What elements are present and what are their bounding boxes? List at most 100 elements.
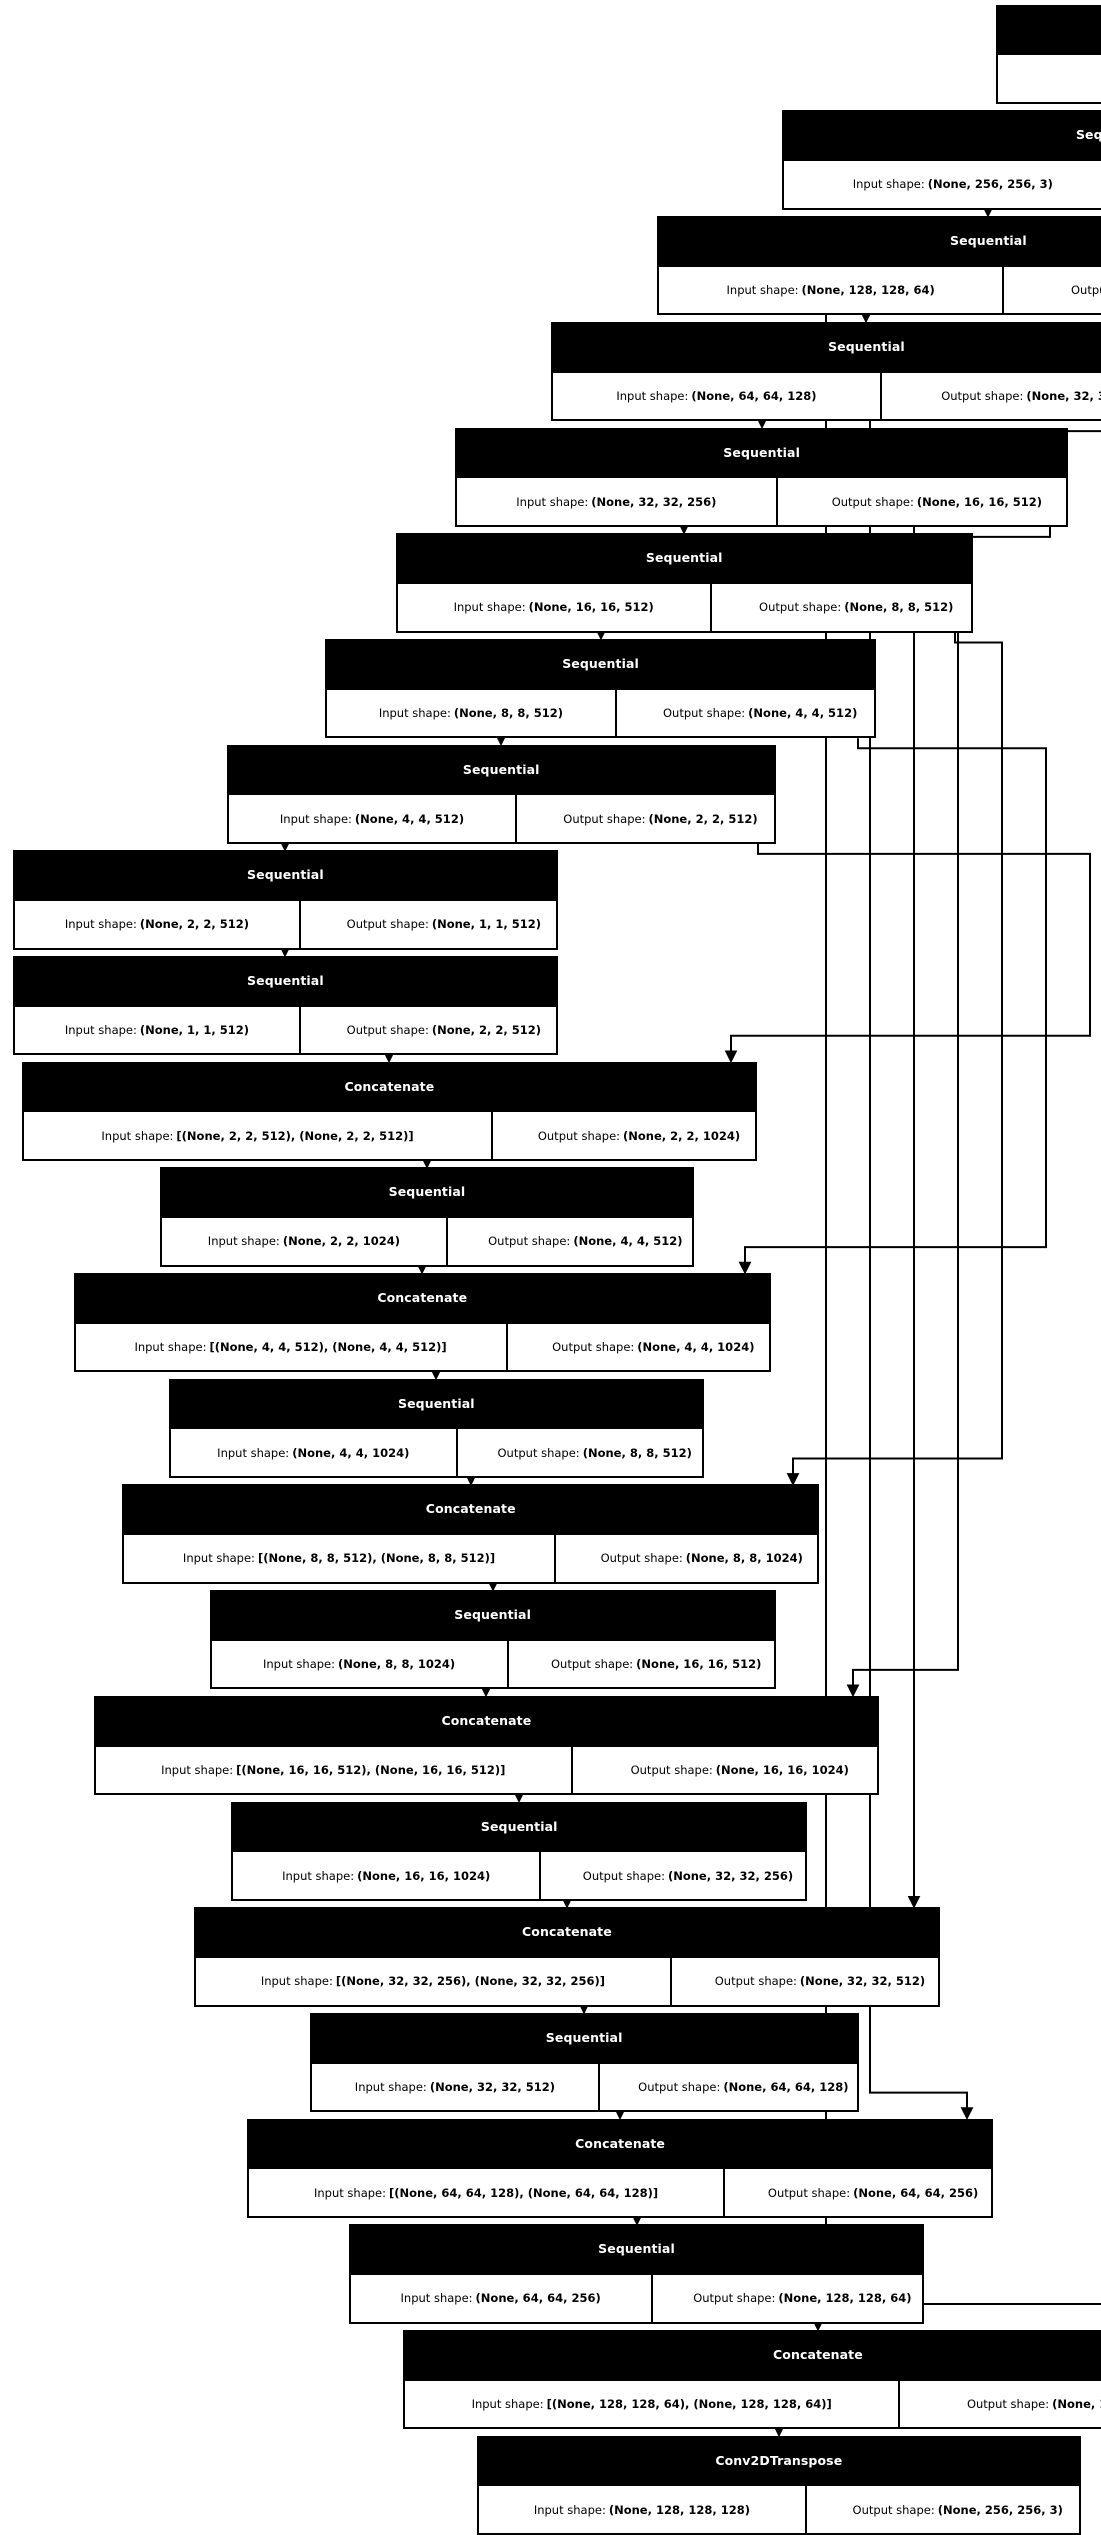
node-output-shape-value: (None, 16, 16, 1024) [715, 1762, 849, 1777]
node-input-shape: Input shape:(None, 2, 2, 512) [15, 901, 300, 948]
node-input-shape-label: Input shape: [279, 811, 352, 826]
node-output-shape-label: Output shape: [831, 494, 914, 509]
node-output-shape-value: (None, 256, 256, 3) [937, 2502, 1063, 2517]
node-input-shape: Input shape:(None, 16, 16, 1024) [233, 1852, 538, 1899]
node-input-shape-label: Input shape: [471, 2396, 544, 2411]
node-shape-row: Input shape:(None, 4, 4, 512) Output shap… [228, 793, 774, 842]
node-input-shape: Input shape:[(None, 2, 2, 512), (None, 2… [24, 1112, 491, 1159]
node-input-shape-label: Input shape: [453, 600, 526, 615]
node-output-shape-value: (None, 16, 16, 512) [636, 1657, 762, 1672]
node-shape-row: Input shape:(None, 16, 16, 512) Output sh… [397, 581, 971, 631]
node-output-shape-value: (None, 128, 128, 64) [778, 2291, 912, 2306]
node-input-shape: Input shape:(None, 8, 8, 512) [327, 690, 614, 737]
node-output-shape-label: Output shape: [767, 2185, 851, 2200]
node-output-shape: Output shape:(None, 4, 4, 1024) [505, 1323, 769, 1371]
node-output-shape: Output shape:(None, 16, 16, 512) [506, 1640, 774, 1688]
node-shape-row: Input shape:(None, 64, 64, 256)Output sh… [350, 2272, 923, 2322]
node-input-shape-value: (None, 4, 4, 1024) [292, 1445, 410, 1460]
node-shape-row: Input shape:(None, 64, 64, 128)Output sh… [552, 370, 1101, 420]
node-output-shape: Output shape:(None, 2, 2, 512) [299, 1006, 556, 1054]
node-input-shape-label: Input shape: [282, 1868, 355, 1883]
node-output-shape-label: Output shape: [759, 600, 842, 615]
node-output-shape-label: Output shape: [941, 388, 1024, 403]
node-input-shape: Input shape:[(None, 8, 8, 512), (None, 8… [124, 1535, 554, 1582]
node-shape-row: Input shape:(None, 32, 32, 512)Output sh… [311, 2061, 857, 2111]
node-output-shape: Output shape:(None, 8, 8, 512) [709, 583, 971, 631]
node-input-shape: Input shape:(None, 64, 64, 128) [553, 373, 881, 420]
node-input-shape-value: (None, 4, 4, 512) [354, 811, 465, 826]
node-input-shape: Input shape:(None, 128, 128, 64) [659, 267, 1003, 314]
node-inputlayer[interactable]: InputLayerOutput shape:(None, 256, 256, … [996, 4, 1101, 105]
node-output-shape: Output shape:(None, 16, 16, 1024) [570, 1746, 877, 1794]
node-shape-row: Input shape:[(None, 16, 16, 512), (None,… [95, 1744, 877, 1794]
edge [907, 430, 1101, 1909]
node-type-label: Concatenate [75, 1275, 769, 1322]
node-output-shape-label: Output shape: [537, 1128, 621, 1143]
node-input-shape-value: (None, 2, 2, 1024) [282, 1234, 400, 1249]
node-input-shape-value: (None, 128, 128, 128) [608, 2502, 750, 2517]
node-input-shape-value: [(None, 4, 4, 512), (None, 4, 4, 512)] [209, 1340, 447, 1355]
node-output-shape-label: Output shape: [346, 1022, 429, 1037]
node-input-shape: Input shape:[(None, 4, 4, 512), (None, 4… [76, 1324, 506, 1371]
node-output-shape-label: Output shape: [600, 1551, 683, 1566]
node-input-shape-label: Input shape: [101, 1128, 174, 1143]
node-output-shape-label: Output shape: [662, 705, 746, 720]
node-type-label: Sequential [552, 323, 1101, 371]
node-output-shape: Output shape:(None, 32, 32, 256) [880, 372, 1101, 420]
node-input-shape-value: [(None, 64, 64, 128), (None, 64, 64, 128… [389, 2185, 659, 2200]
node-output-shape: Output shape:(None, 256, 256, 3) [804, 2486, 1079, 2533]
node-output-shape-value: (None, 4, 4, 512) [748, 705, 858, 720]
node-type-label: Concatenate [195, 1909, 938, 1956]
node-shape-row: Input shape:(None, 2, 2, 1024)Output sha… [161, 1216, 693, 1265]
node-output-shape-value: (None, 2, 2, 512) [431, 1022, 541, 1037]
node-input-shape-value: (None, 16, 16, 512) [528, 600, 654, 615]
node-input-shape-label: Input shape: [852, 177, 925, 192]
node-output-shape-label: Output shape: [563, 811, 646, 826]
node-output-shape-label: Output shape: [552, 1340, 635, 1355]
node-input-shape: Input shape:(None, 1, 1, 512) [15, 1007, 300, 1054]
node-input-shape-value: (None, 32, 32, 256) [591, 494, 717, 509]
node-type-label: Sequential [14, 958, 557, 1005]
node-output-shape-value: (None, 4, 4, 512) [573, 1234, 683, 1249]
node-shape-row: Input shape:(None, 2, 2, 512)Output shap… [14, 898, 557, 948]
node-type-label: Sequential [327, 640, 874, 688]
node-input-shape-value: (None, 8, 8, 512) [453, 705, 563, 720]
node-input-shape-value: (None, 128, 128, 64) [801, 283, 935, 298]
node-type-label: Concatenate [405, 2332, 1101, 2379]
node-input-shape-value: (None, 64, 64, 128) [691, 388, 817, 403]
node-shape-row: Input shape:[(None, 64, 64, 128), (None,… [249, 2167, 992, 2216]
node-output-shape: Output shape:(None, 128, 128, 64) [650, 2274, 923, 2322]
node-input-shape-value: (None, 8, 8, 1024) [338, 1657, 456, 1672]
node-input-shape: Input shape:[(None, 32, 32, 256), (None,… [196, 1958, 670, 2005]
node-output-shape: Output shape:(None, 32, 32, 512) [669, 1957, 938, 2005]
node-input-shape: Input shape:(None, 4, 4, 1024) [171, 1429, 456, 1476]
node-input-shape-value: [(None, 128, 128, 64), (None, 128, 128, … [546, 2396, 832, 2411]
node-type-label: Sequential [350, 2226, 923, 2273]
node-input-shape: Input shape:(None, 128, 128, 128) [479, 2486, 805, 2533]
node-output-shape-value: (None, 128, 128, 128) [1052, 2396, 1101, 2411]
node-output-shape-value: (None, 32, 32, 512) [799, 1974, 926, 1989]
